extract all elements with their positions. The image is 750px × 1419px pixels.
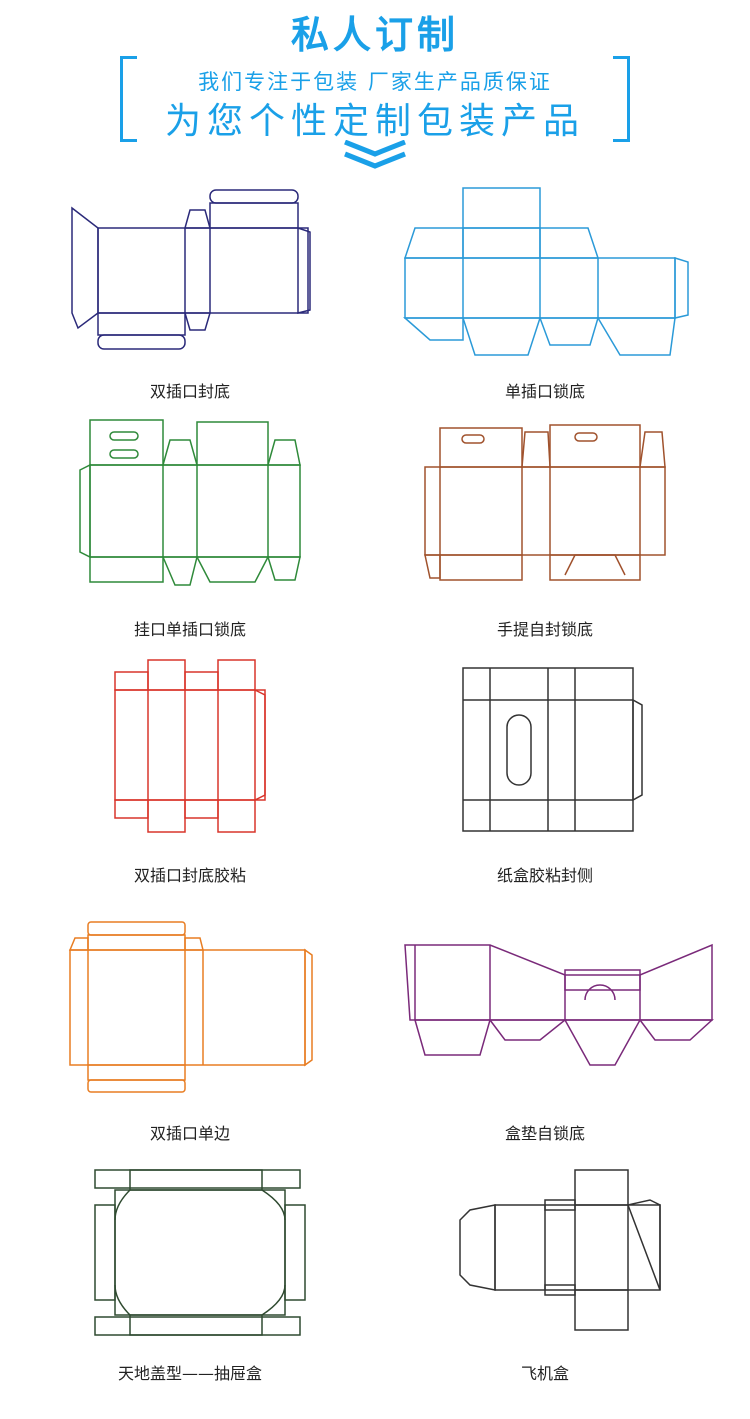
- dieline-box-5: [114, 659, 266, 833]
- box-label-8: 盒垫自锁底: [504, 1124, 585, 1143]
- header: 私人订制 我们专注于包装 厂家生产品质保证 为您个性定制包装产品: [0, 0, 750, 175]
- dieline-box-2: [403, 187, 689, 356]
- box-label-10: 飞机盒: [520, 1364, 569, 1383]
- dieline-box-7: [68, 921, 313, 1093]
- slogan: 为您个性定制包装产品: [164, 101, 585, 142]
- box-label-4: 手提自封锁底: [496, 620, 593, 639]
- box-label-6: 纸盒胶粘封侧: [496, 866, 593, 885]
- chevron-down-icon: [344, 140, 406, 169]
- dieline-box-4: [424, 424, 666, 581]
- page-title: 私人订制: [290, 13, 459, 57]
- box-label-1: 双插口封底: [149, 382, 230, 401]
- right-bracket: [613, 56, 630, 142]
- box-label-3: 挂口单插口锁底: [133, 620, 246, 639]
- dieline-box-8: [404, 943, 714, 1066]
- dieline-box-1: [71, 189, 311, 350]
- dieline-box-10: [459, 1169, 661, 1331]
- dieline-box-3: [79, 419, 301, 586]
- dieline-box-9: [94, 1169, 306, 1336]
- box-label-9: 天地盖型——抽屉盒: [117, 1364, 262, 1383]
- subtitle: 我们专注于包装 厂家生产品质保证: [198, 70, 552, 94]
- box-label-7: 双插口单边: [149, 1124, 230, 1143]
- left-bracket: [120, 56, 137, 142]
- dieline-box-6: [462, 667, 643, 832]
- box-label-2: 单插口锁底: [504, 382, 585, 401]
- box-label-5: 双插口封底胶粘: [133, 866, 246, 885]
